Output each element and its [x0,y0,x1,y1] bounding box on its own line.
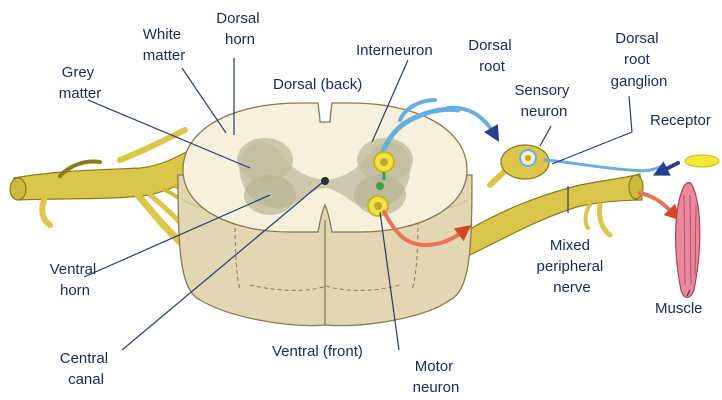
label-sensory-neuron: Sensory neuron [514,82,573,120]
label-dorsal-horn: Dorsal horn [216,10,264,48]
label-dorsal-back: Dorsal (back) [273,76,362,93]
label-white-matter: White matter [143,26,186,64]
label-ventral-horn: Ventral horn [50,261,101,299]
label-dorsal-root: Dorsal root [468,37,516,75]
receptor-shape [685,155,719,167]
label-ventral-front: Ventral (front) [272,343,363,360]
muscle-shape [676,183,700,298]
dorsal-root-ganglion [501,145,549,179]
label-interneuron: Interneuron [356,42,433,59]
label-motor-neuron: Motor neuron [413,358,460,396]
spinal-cord [178,103,472,326]
label-mixed-peripheral-nerve: Mixed peripheral nerve [537,237,608,296]
label-grey-matter: Grey matter [59,64,102,102]
label-central-canal: Central canal [60,350,113,388]
label-receptor: Receptor [650,112,711,129]
label-dorsal-root-ganglion: Dorsal root ganglion [611,30,668,90]
central-canal-dot [321,177,329,185]
label-muscle: Muscle [655,300,703,317]
